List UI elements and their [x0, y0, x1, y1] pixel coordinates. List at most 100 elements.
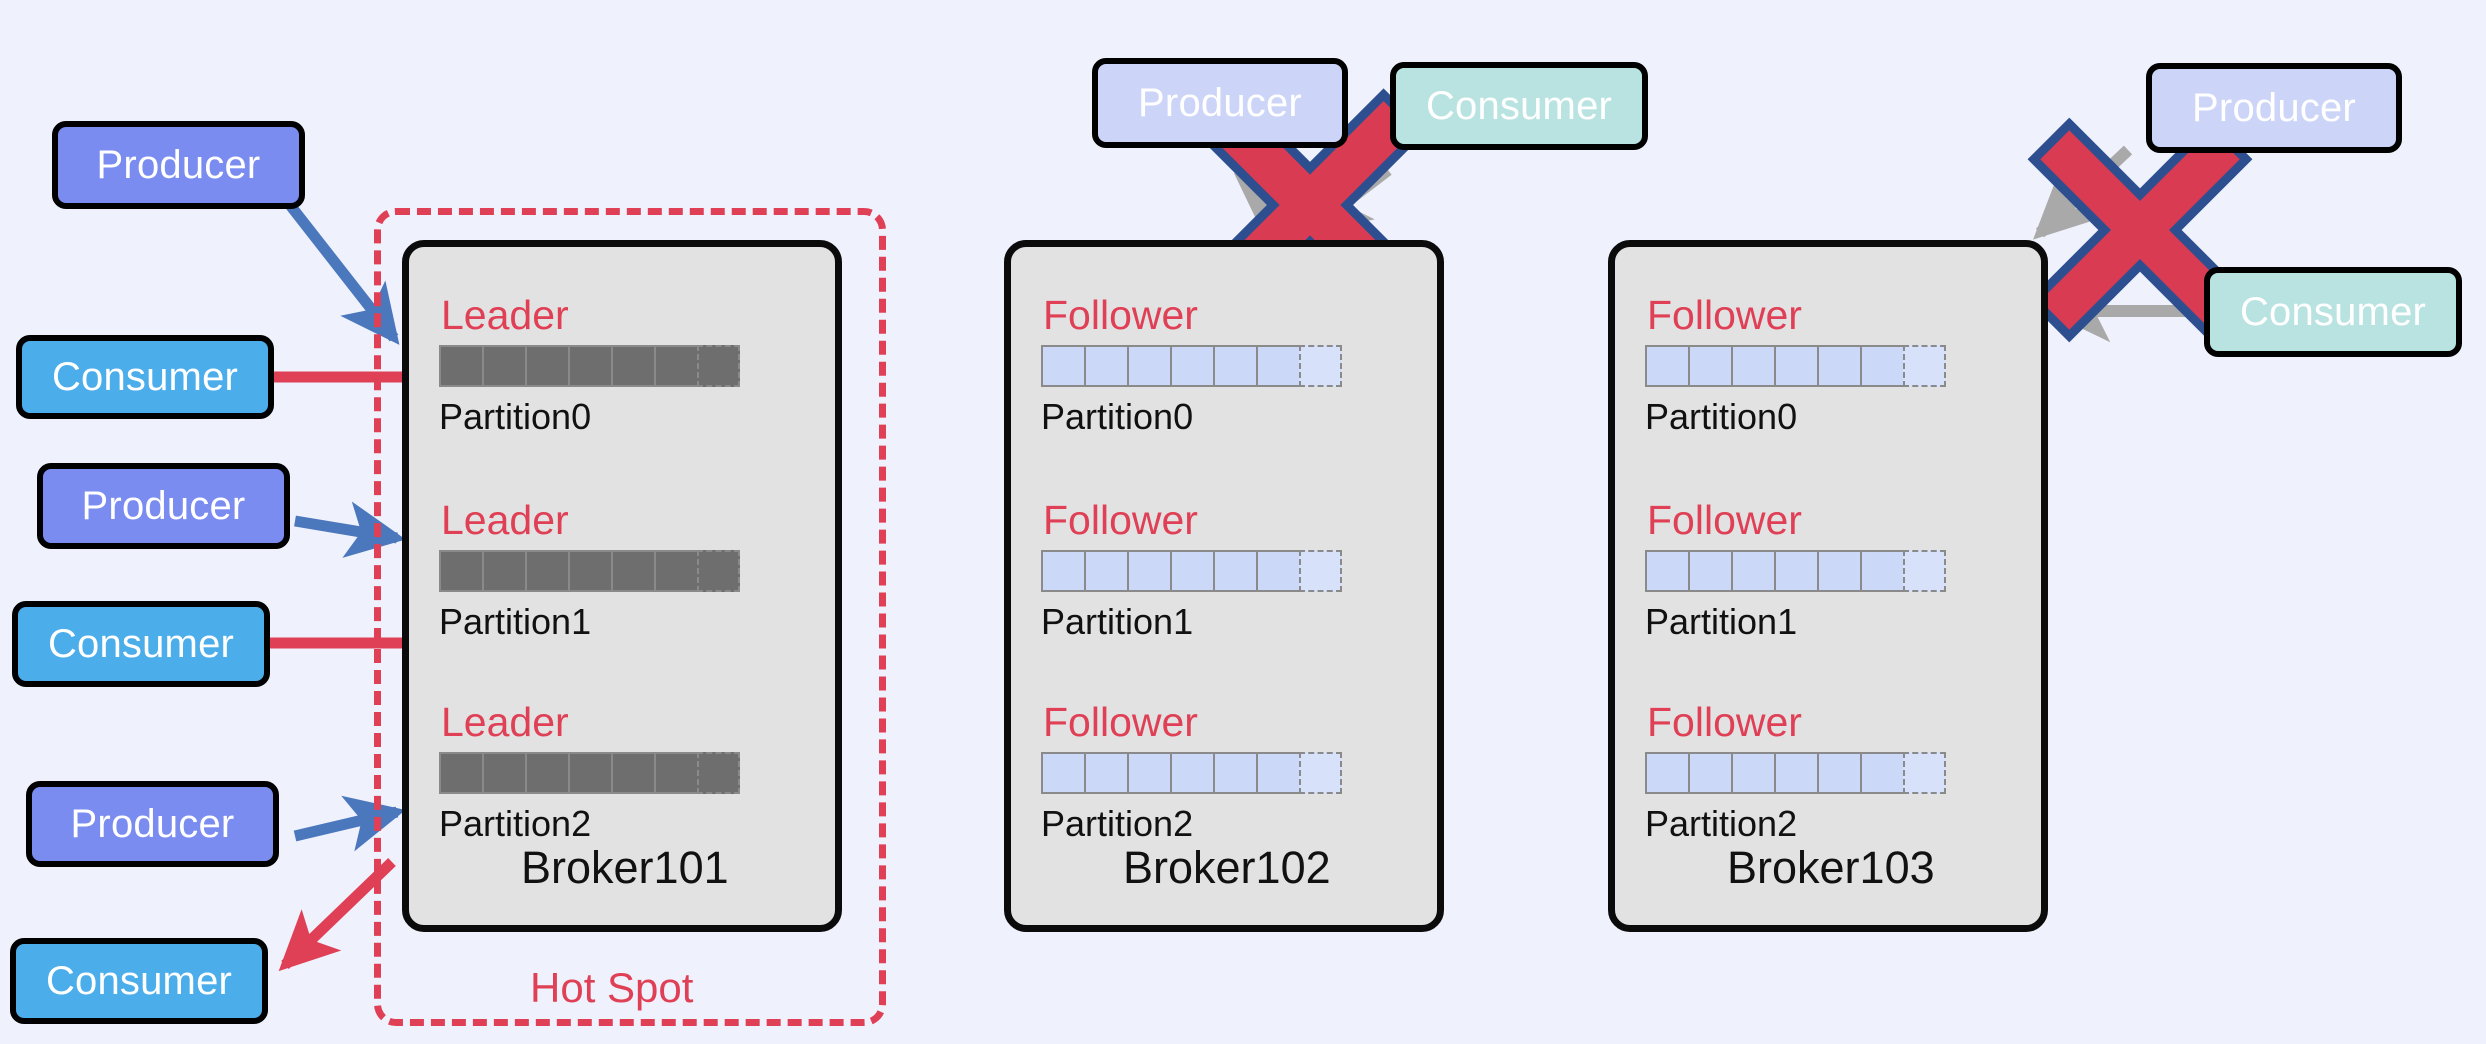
segment-bar	[439, 345, 740, 387]
segment	[1688, 550, 1731, 592]
partition-role: Follower	[1647, 699, 1802, 745]
segment	[1084, 345, 1127, 387]
client-label: Producer	[96, 143, 261, 187]
client-label: Consumer	[47, 622, 235, 666]
client-label: Consumer	[1425, 84, 1613, 128]
segment-pending	[1903, 345, 1946, 387]
segment-bar	[1041, 752, 1342, 794]
segment	[1256, 345, 1299, 387]
segment	[1041, 752, 1084, 794]
client-consumer-3[interactable]: Consumer	[10, 938, 268, 1024]
partition-block: Leader Partition1	[439, 500, 740, 640]
segment	[1041, 550, 1084, 592]
partition-block: Follower Partition1	[1041, 500, 1342, 640]
partition-block: Follower Partition2	[1041, 702, 1342, 842]
hotspot-frame	[374, 208, 886, 1026]
segment	[568, 345, 611, 387]
partition-role: Follower	[1043, 292, 1198, 338]
segment-pending	[1903, 550, 1946, 592]
segment	[611, 345, 654, 387]
segment	[525, 550, 568, 592]
segment	[1645, 550, 1688, 592]
client-label: Producer	[1138, 81, 1302, 125]
client-label: Consumer	[45, 959, 233, 1003]
segment	[1731, 752, 1774, 794]
client-consumer-broker103[interactable]: Consumer	[2204, 267, 2462, 357]
segment	[439, 752, 482, 794]
segment	[1213, 345, 1256, 387]
arrow-consumer-blocked-broker102	[1304, 165, 1392, 234]
segment	[439, 550, 482, 592]
segment-bar	[1041, 345, 1342, 387]
client-producer-broker103[interactable]: Producer	[2146, 63, 2402, 153]
client-label: Consumer	[2239, 290, 2427, 334]
segment	[654, 752, 697, 794]
partition-block: Leader Partition2	[439, 702, 740, 842]
segment	[1860, 550, 1903, 592]
segment	[1213, 550, 1256, 592]
segment-bar	[439, 550, 740, 592]
partition-label: Partition0	[1041, 396, 1194, 437]
segment	[1688, 345, 1731, 387]
hotspot-label: Hot Spot	[530, 964, 694, 1011]
segment	[1731, 550, 1774, 592]
partition-label: Partition1	[1041, 601, 1194, 642]
segment	[1645, 752, 1688, 794]
segment	[1213, 752, 1256, 794]
broker-card-101[interactable]: Leader Partition0 Leader	[402, 240, 842, 932]
partition-block: Follower Partition0	[1645, 295, 1946, 435]
partition-block: Follower Partition0	[1041, 295, 1342, 435]
segment-bar	[1645, 550, 1946, 592]
broker-name-label: Broker101	[521, 842, 729, 893]
partition-role: Leader	[441, 292, 569, 338]
segment-pending	[1903, 752, 1946, 794]
segment	[1127, 752, 1170, 794]
segment	[482, 550, 525, 592]
partition-role: Leader	[441, 497, 569, 543]
segment	[1127, 345, 1170, 387]
broker-card-103[interactable]: Follower Partition0 Follower	[1608, 240, 2048, 932]
segment	[654, 345, 697, 387]
segment-pending	[697, 550, 740, 592]
partition-label: Partition0	[439, 396, 592, 437]
client-label: Consumer	[51, 355, 239, 399]
segment-pending	[1299, 345, 1342, 387]
partition-block: Leader Partition0	[439, 295, 740, 435]
segment	[1731, 345, 1774, 387]
segment-bar	[1041, 550, 1342, 592]
client-consumer-2[interactable]: Consumer	[12, 601, 270, 687]
partition-block: Follower Partition1	[1645, 500, 1946, 640]
client-producer-1[interactable]: Producer	[52, 121, 305, 209]
segment	[568, 752, 611, 794]
segment	[654, 550, 697, 592]
segment	[1170, 752, 1213, 794]
segment	[525, 752, 568, 794]
partition-role: Follower	[1647, 292, 1802, 338]
partition-block: Follower Partition2	[1645, 702, 1946, 842]
partition-role: Follower	[1043, 497, 1198, 543]
segment	[568, 550, 611, 592]
segment	[1256, 550, 1299, 592]
partition-role: Follower	[1647, 497, 1802, 543]
client-label: Producer	[81, 484, 246, 528]
segment-pending	[1299, 752, 1342, 794]
segment	[1041, 345, 1084, 387]
segment	[1645, 345, 1688, 387]
segment	[1860, 752, 1903, 794]
client-producer-2[interactable]: Producer	[37, 463, 290, 549]
partition-label: Partition0	[1645, 396, 1798, 437]
segment	[1170, 550, 1213, 592]
partition-label: Partition1	[1645, 601, 1798, 642]
segment	[482, 345, 525, 387]
client-producer-broker102[interactable]: Producer	[1092, 58, 1348, 148]
client-consumer-1[interactable]: Consumer	[16, 335, 274, 419]
segment	[1084, 550, 1127, 592]
segment	[1084, 752, 1127, 794]
partition-label: Partition2	[1645, 803, 1798, 844]
segment	[1256, 752, 1299, 794]
segment	[1774, 345, 1817, 387]
broker-card-102[interactable]: Follower Partition0 Follower	[1004, 240, 1444, 932]
client-producer-3[interactable]: Producer	[26, 781, 279, 867]
segment	[525, 345, 568, 387]
client-consumer-broker102[interactable]: Consumer	[1390, 62, 1648, 150]
